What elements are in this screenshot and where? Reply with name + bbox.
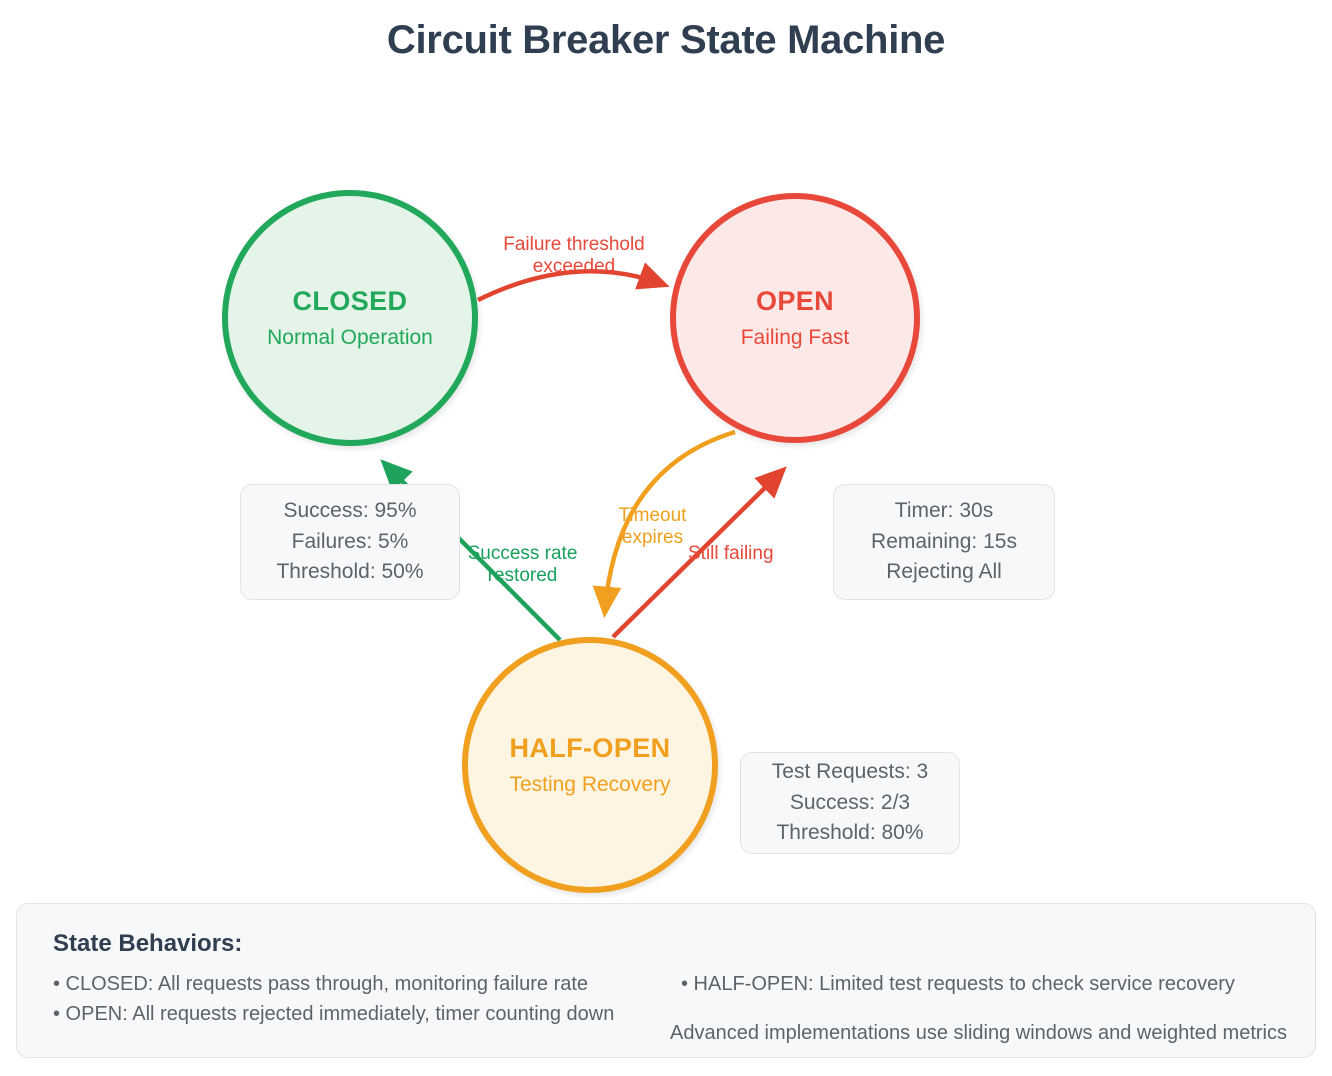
edge-label-closed-to-open: Failure threshold exceeded <box>503 234 645 278</box>
edge-label-half-open-to-open: Still failing <box>688 543 774 564</box>
metric-line: Failures: 5% <box>291 529 409 553</box>
edge-label-half-open-to-closed: Success rate restored <box>467 543 578 587</box>
legend-column-left: • CLOSED: All requests pass through, mon… <box>53 970 693 1029</box>
metrics-box-closed: Success: 95% Failures: 5% Threshold: 50% <box>240 484 460 600</box>
metrics-box-open: Timer: 30s Remaining: 15s Rejecting All <box>833 484 1055 600</box>
edge-closed-to-open <box>477 262 670 303</box>
page-title: Circuit Breaker State Machine <box>386 18 946 62</box>
legend-title: State Behaviors: <box>53 930 243 957</box>
edge-label-open-to-half-open: Timeout expires <box>618 505 687 549</box>
state-name-closed: CLOSED <box>292 285 408 316</box>
state-name-open: OPEN <box>755 285 835 316</box>
state-subtitle-half-open: Testing Recovery <box>509 773 671 797</box>
state-node-open[interactable]: OPEN Failing Fast <box>670 193 920 443</box>
edge-half-open-to-open <box>611 466 787 639</box>
state-behaviors-panel: State Behaviors: • CLOSED: All requests … <box>16 903 1316 1058</box>
state-subtitle-open: Failing Fast <box>740 326 850 350</box>
edge-open-to-half-open <box>592 429 736 619</box>
legend-column-right: • HALF-OPEN: Limited test requests to ch… <box>681 970 1301 1000</box>
metric-line: Threshold: 50% <box>276 560 424 584</box>
metric-line: Remaining: 15s <box>871 529 1017 553</box>
metric-line: Success: 95% <box>283 499 417 523</box>
metric-line: Test Requests: 3 <box>771 760 929 784</box>
metric-line: Timer: 30s <box>894 499 994 523</box>
metric-line: Success: 2/3 <box>789 790 911 814</box>
metrics-box-half-open: Test Requests: 3 Success: 2/3 Threshold:… <box>740 752 960 854</box>
state-subtitle-closed: Normal Operation <box>267 326 433 350</box>
legend-note: Advanced implementations use sliding win… <box>670 1022 1287 1044</box>
state-name-half-open: HALF-OPEN <box>509 732 671 763</box>
legend-item: • CLOSED: All requests pass through, mon… <box>53 973 589 995</box>
legend-item: • OPEN: All requests rejected immediatel… <box>53 1002 615 1025</box>
metric-line: Threshold: 80% <box>776 821 924 845</box>
state-node-half-open[interactable]: HALF-OPEN Testing Recovery <box>462 637 718 893</box>
legend-item: • HALF-OPEN: Limited test requests to ch… <box>681 973 1235 995</box>
metric-line: Rejecting All <box>886 560 1002 584</box>
state-node-closed[interactable]: CLOSED Normal Operation <box>222 190 478 446</box>
